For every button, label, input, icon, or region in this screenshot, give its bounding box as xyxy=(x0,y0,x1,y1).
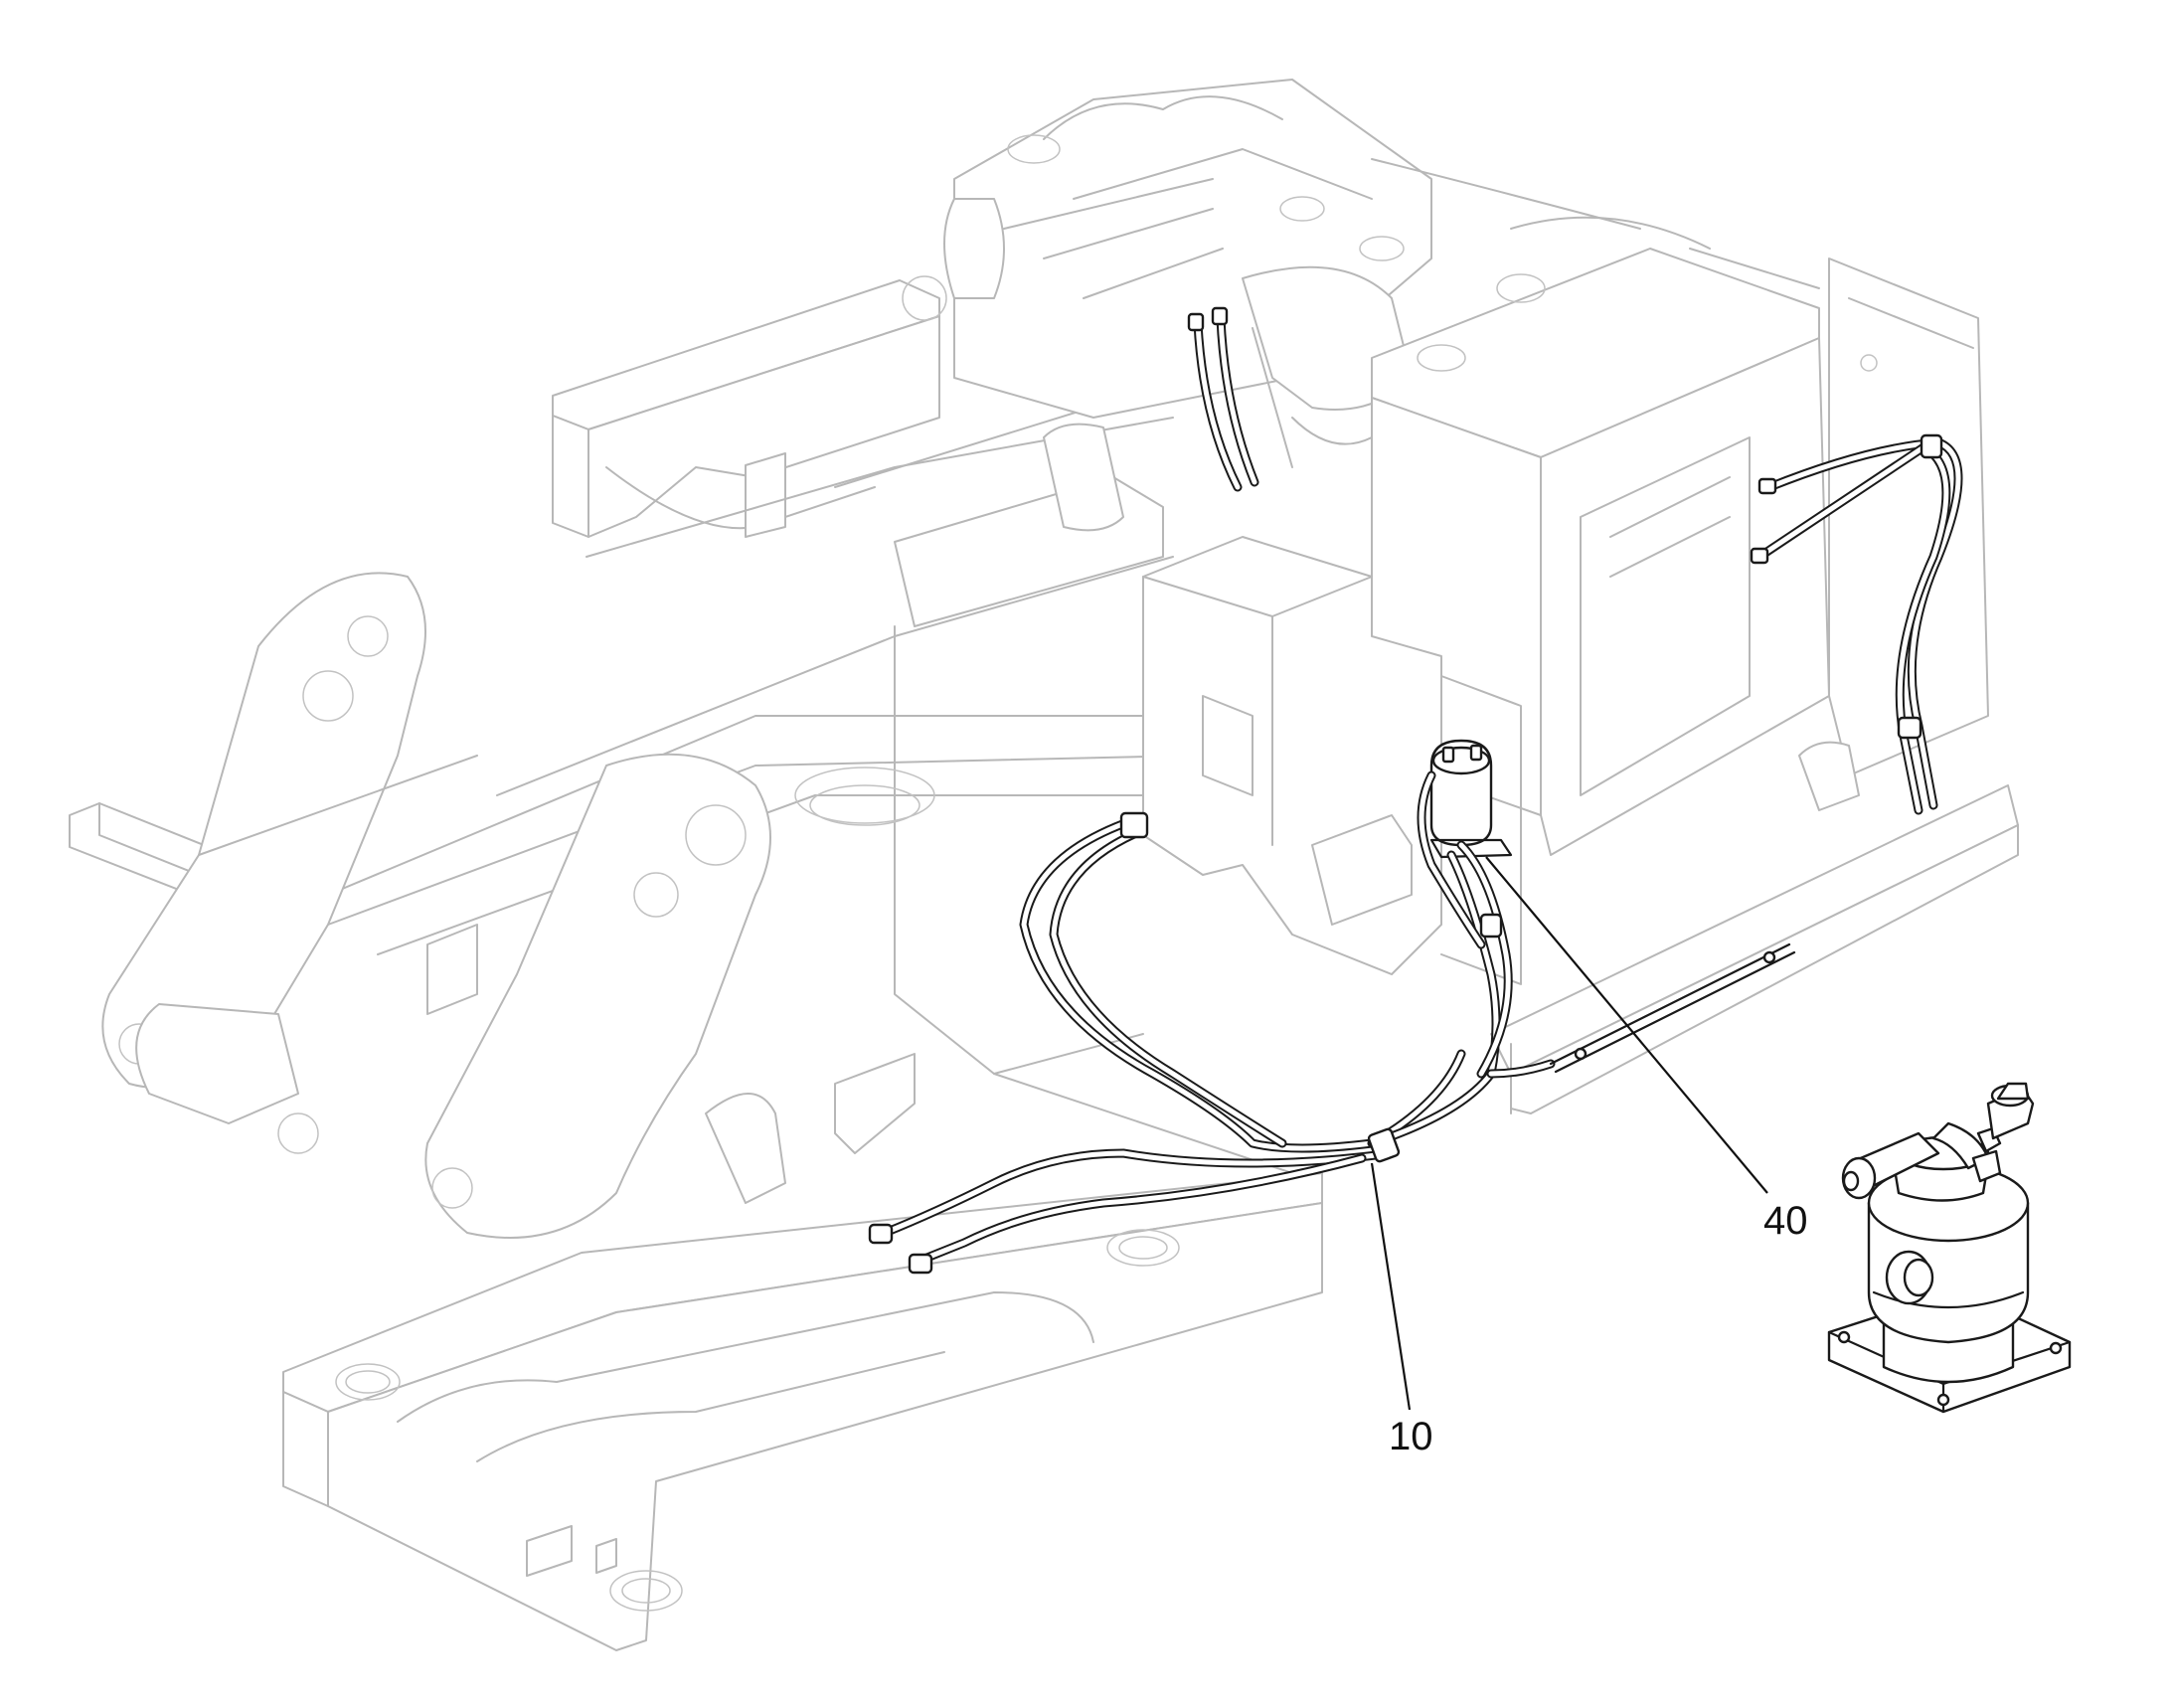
callout-40: 40 xyxy=(1763,1199,1808,1243)
hose-assembly-10 xyxy=(868,770,1796,1275)
compressor-hoses xyxy=(1187,306,1259,492)
side-rail xyxy=(1490,784,2019,1114)
engine-mount-pedestal xyxy=(1142,536,1522,985)
callout-10: 10 xyxy=(1389,1415,1433,1458)
radiator-cooler xyxy=(1371,248,1989,856)
leader-lines xyxy=(1370,856,1768,1411)
front-base-frame xyxy=(282,1053,1323,1651)
receiver-drier-installed xyxy=(1429,739,1513,859)
condenser-hoses xyxy=(1750,433,1963,815)
leader-line-10 xyxy=(1370,1162,1412,1411)
boom-mount-bracket-right xyxy=(135,753,786,1239)
receiver-drier-detail xyxy=(1827,1082,2072,1414)
engine-assembly xyxy=(943,79,1820,532)
leader-line-40 xyxy=(1485,856,1768,1194)
boom-mount-bracket-left xyxy=(101,572,478,1089)
